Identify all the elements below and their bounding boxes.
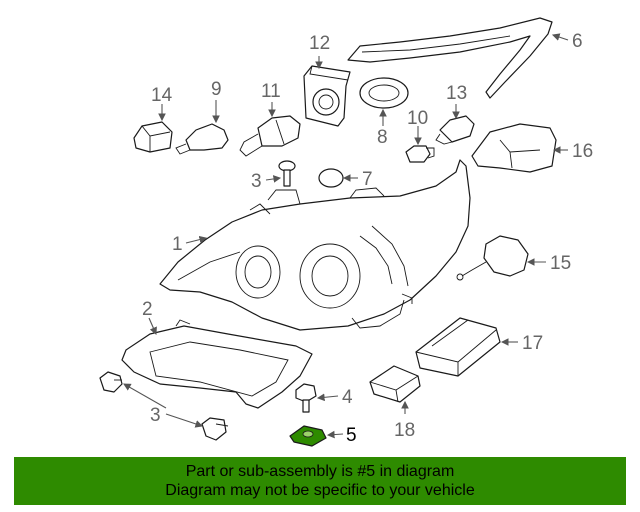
callout-labels: 6 12 8 14 9 11 13 10 16 3 7 1 15 17 2 3 … [142,31,593,446]
callout-7: 7 [362,169,373,190]
leader-lines [123,33,569,439]
part-14-bulb-socket[interactable] [133,121,173,153]
part-12-igniter[interactable] [303,65,351,127]
callout-16: 16 [572,141,593,162]
banner-line-disclaimer: Diagram may not be specific to your vehi… [165,482,475,499]
callout-15: 15 [550,253,571,274]
part-17-control-unit[interactable] [415,317,501,377]
part-3-screw-top[interactable] [278,160,296,187]
callout-18: 18 [394,420,415,441]
part-3-clip-left[interactable] [99,371,123,393]
callout-3-top: 3 [251,171,262,192]
callout-10: 10 [407,108,428,129]
part-2-bracket[interactable] [121,319,313,409]
part-6-trim-strip[interactable] [347,17,553,99]
callout-5-highlighted: 5 [346,425,357,446]
callout-11: 11 [261,81,281,102]
callout-1: 1 [172,234,183,255]
banner-line-part-number: Part or sub-assembly is #5 in diagram [185,463,455,480]
part-5-clip-nut-highlighted[interactable] [289,425,327,447]
callout-14: 14 [151,85,173,106]
callout-17: 17 [522,333,543,354]
callout-2: 2 [142,299,153,320]
part-9-bulb[interactable] [175,123,229,155]
part-15-leveling-motor[interactable] [456,235,529,281]
callout-12: 12 [309,33,330,54]
callout-13: 13 [446,83,467,104]
part-11-xenon-bulb[interactable] [239,115,301,157]
callout-9: 9 [211,79,222,100]
part-13-bulb[interactable] [435,115,475,145]
part-1-headlight-housing[interactable] [159,159,471,331]
part-16-cover[interactable] [471,123,557,173]
part-4-screw[interactable] [295,383,317,413]
callout-6: 6 [572,31,583,52]
part-info-banner: Part or sub-assembly is #5 in diagram Di… [14,457,626,505]
part-18-connector[interactable] [369,365,421,403]
part-8-mounting-ring[interactable] [359,77,409,109]
part-10-small-bulb[interactable] [405,145,435,163]
part-3-clip-bottom[interactable] [201,417,229,441]
headlight-parts-diagram: 6 12 8 14 9 11 13 10 16 3 7 1 15 17 2 3 … [99,17,593,447]
callout-4: 4 [342,387,353,408]
callout-8: 8 [377,127,388,148]
part-7-seal-ring[interactable] [318,168,344,188]
callout-3-bottom: 3 [150,405,161,426]
